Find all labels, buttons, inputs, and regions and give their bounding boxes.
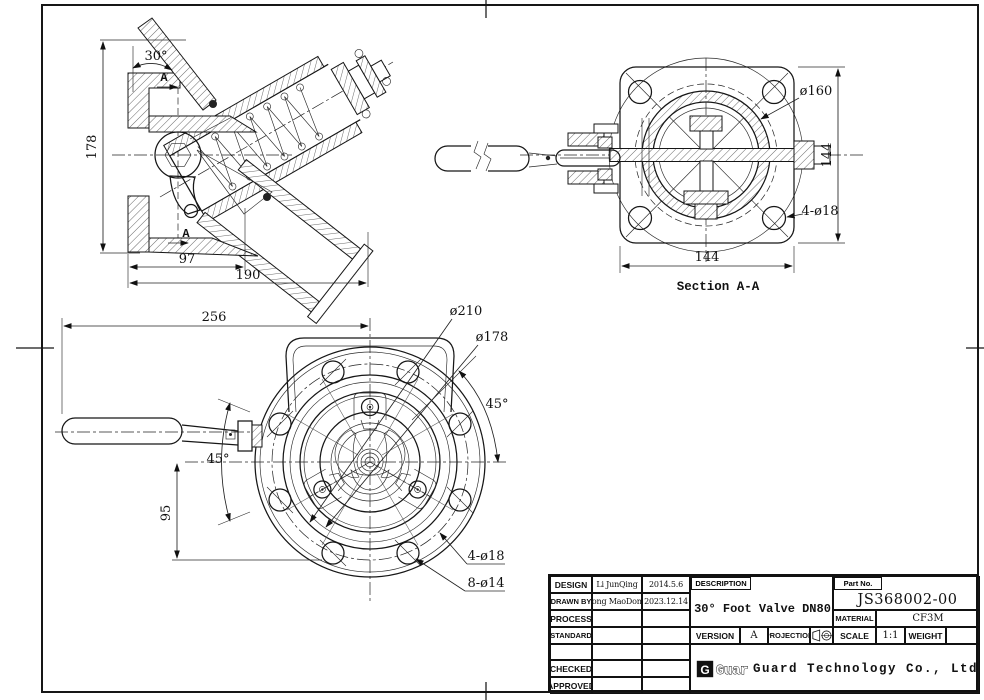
standard-name bbox=[592, 627, 642, 644]
material-value: CF3M bbox=[876, 610, 980, 627]
company-cell: G Guard Guard Technology Co., Ltd bbox=[690, 644, 980, 694]
design-label: DESIGN bbox=[550, 576, 592, 593]
design-date: 2014.5.6 bbox=[642, 576, 690, 593]
spare-row-date bbox=[642, 644, 690, 660]
view-top: 256 ø210 ø178 45° 45° 95 4-ø18 8-ø14 bbox=[55, 304, 509, 604]
process-date bbox=[642, 610, 690, 627]
dim-4xdia18-section: 4-ø18 bbox=[801, 204, 838, 219]
dim-95: 95 bbox=[159, 505, 174, 522]
guard-logo-monogram: G bbox=[700, 663, 709, 677]
dim-45-left: 45° bbox=[206, 452, 229, 467]
dim-190: 190 bbox=[236, 268, 261, 283]
view-section-aa: ø160 144 4-ø18 144 Section A-A bbox=[434, 57, 866, 294]
material-label: MATERIAL bbox=[833, 610, 876, 627]
part-no-cell: Part No. JS368002-00 bbox=[833, 576, 980, 610]
standard-date bbox=[642, 627, 690, 644]
guard-logo: G Guard bbox=[696, 660, 748, 678]
dim-97: 97 bbox=[179, 252, 196, 267]
dim-144-horizontal: 144 bbox=[695, 250, 720, 265]
projection-label: PROJECTION bbox=[768, 627, 810, 644]
section-marker-bottom: A bbox=[182, 227, 190, 241]
sheet-frame bbox=[16, 0, 984, 700]
checked-date bbox=[642, 660, 690, 677]
company-name: Guard Technology Co., Ltd bbox=[753, 662, 979, 676]
scale-value: 1:1 bbox=[876, 627, 905, 644]
process-label: PROCESS bbox=[550, 610, 592, 627]
title-block: DESIGN Li JunQing 2014.5.6 DRAWN BY Tong… bbox=[548, 574, 980, 694]
part-no-header: Part No. bbox=[834, 577, 882, 590]
approved-label: APPROVED bbox=[550, 677, 592, 694]
view-side-section: A A 178 97 190 30° bbox=[85, 17, 394, 325]
dim-144-vertical: 144 bbox=[820, 143, 835, 168]
weight-value bbox=[946, 627, 980, 644]
dim-angle-30: 30° bbox=[144, 49, 167, 64]
dim-dia178: ø178 bbox=[476, 330, 509, 345]
projection-symbol-cell bbox=[810, 627, 833, 644]
checked-name bbox=[592, 660, 642, 677]
scale-label: SCALE bbox=[833, 627, 876, 644]
process-name bbox=[592, 610, 642, 627]
version-value: A bbox=[740, 627, 768, 644]
dim-4xdia18-top: 4-ø18 bbox=[467, 549, 504, 564]
section-aa-label: Section A-A bbox=[677, 280, 760, 294]
section-marker-top: A bbox=[160, 71, 168, 85]
guard-logo-text: Guard bbox=[716, 664, 748, 678]
dim-178: 178 bbox=[85, 135, 100, 160]
weight-label: WEIGHT bbox=[905, 627, 946, 644]
description-header: DESCRIPTION bbox=[691, 577, 751, 590]
approved-name bbox=[592, 677, 642, 694]
dim-8xdia14: 8-ø14 bbox=[467, 576, 504, 591]
dim-45-right: 45° bbox=[485, 397, 508, 412]
dim-256: 256 bbox=[202, 310, 227, 325]
version-label: VERSION bbox=[690, 627, 740, 644]
description-value: 30° Foot Valve DN80 bbox=[694, 602, 831, 616]
drawn-by-date: 2023.12.14 bbox=[642, 593, 690, 610]
approved-date bbox=[642, 677, 690, 694]
dim-dia210: ø210 bbox=[450, 304, 483, 319]
drawn-by-label: DRAWN BY bbox=[550, 593, 592, 610]
standard-label: STANDARD bbox=[550, 627, 592, 644]
design-name: Li JunQing bbox=[592, 576, 642, 593]
description-cell: DESCRIPTION 30° Foot Valve DN80 bbox=[690, 576, 833, 627]
dim-dia160: ø160 bbox=[800, 84, 833, 99]
spare-row-label bbox=[550, 644, 592, 660]
part-no-value: JS368002-00 bbox=[857, 591, 958, 608]
drawn-by-name: Tong MaoDong bbox=[592, 593, 642, 610]
spare-row-name bbox=[592, 644, 642, 660]
first-angle-projection-icon bbox=[812, 629, 832, 642]
checked-label: CHECKED bbox=[550, 660, 592, 677]
